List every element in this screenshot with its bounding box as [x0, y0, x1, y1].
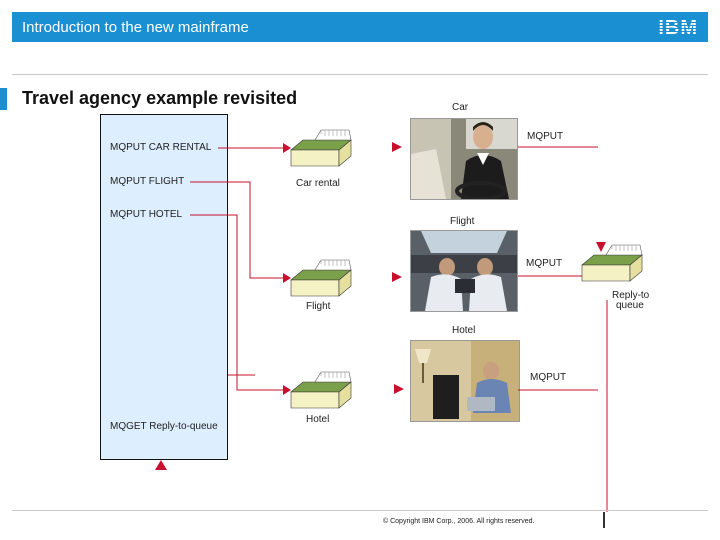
flight-mqput-label: MQPUT — [526, 258, 563, 269]
car-mqput-label: MQPUT — [527, 131, 564, 142]
hotel-flow-line — [190, 214, 283, 391]
arrow-flight-queue-to-service — [392, 272, 402, 282]
hotel-queue-icon — [290, 371, 352, 409]
slide-title: Travel agency example revisited — [22, 88, 298, 108]
flight-queue-label: Flight — [306, 301, 331, 312]
presentation-title: Introduction to the new mainframe — [22, 19, 249, 36]
arrow-into-car-rental-queue — [283, 143, 291, 153]
footer-divider — [12, 510, 708, 511]
reply-to-queue-label-line1: Reply-to — [612, 290, 650, 301]
car-rental-queue-label: Car rental — [296, 178, 340, 189]
mqput-car-rental-label: MQPUT CAR RENTAL — [110, 142, 212, 153]
arrow-into-hotel-queue — [283, 385, 291, 395]
arrow-hotel-queue-to-service — [394, 384, 404, 394]
copyright-text: © Copyright IBM Corp., 2006. All rights … — [383, 518, 535, 525]
hotel-service-label: Hotel — [452, 325, 476, 336]
application-panel — [100, 114, 228, 460]
arrow-into-reply-queue — [596, 242, 606, 252]
mqput-flight-label: MQPUT FLIGHT — [110, 176, 185, 187]
ibm-logo: IBM — [658, 17, 698, 39]
hotel-photo — [410, 340, 520, 422]
title-marker — [0, 88, 7, 110]
header-bar: Introduction to the new mainframe IBM — [12, 12, 708, 42]
flight-service-label: Flight — [450, 216, 475, 227]
hotel-queue-label: Hotel — [306, 414, 330, 425]
arrow-reply-to-application — [155, 460, 167, 470]
car-photo — [410, 118, 518, 200]
flight-flow-line — [190, 181, 283, 279]
mqget-label: MQGET Reply-to-queue — [110, 421, 218, 432]
car-service-label: Car — [452, 102, 469, 113]
arrow-into-flight-queue — [283, 273, 291, 283]
arrow-car-queue-to-service — [392, 142, 402, 152]
flight-photo — [410, 230, 518, 312]
flight-queue-icon — [290, 259, 352, 297]
car-rental-queue-icon — [290, 129, 352, 167]
mqput-hotel-label: MQPUT HOTEL — [110, 209, 183, 220]
reply-to-queue-label-line2: queue — [616, 300, 644, 311]
header-divider — [12, 74, 708, 75]
hotel-mqput-label: MQPUT — [530, 372, 567, 383]
reply-to-queue-icon — [581, 244, 643, 282]
